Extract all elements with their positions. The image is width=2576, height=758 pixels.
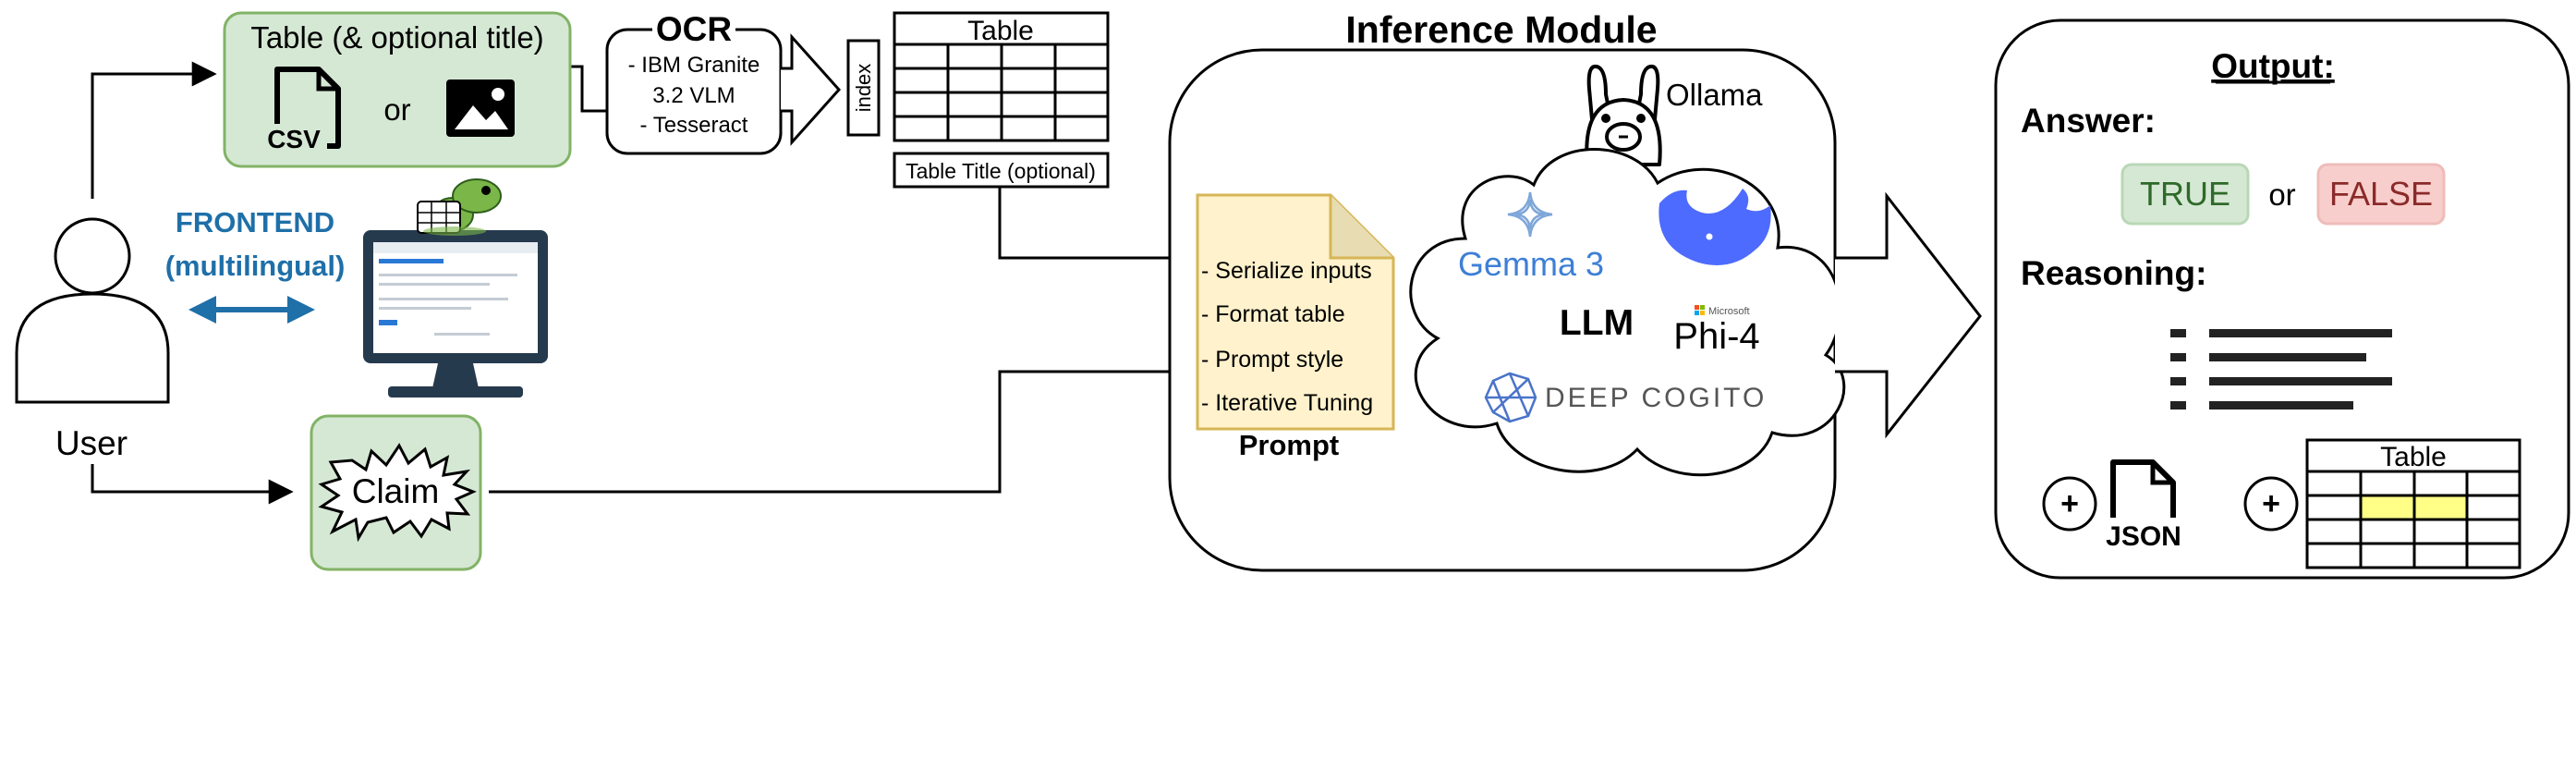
monitor-icon xyxy=(363,230,548,397)
csv-label: CSV xyxy=(267,125,321,153)
table-title: Table xyxy=(967,16,1034,46)
table-caption: Table Title (optional) xyxy=(905,159,1096,183)
json-file-icon: JSON xyxy=(2099,459,2188,552)
ollama-label: Ollama xyxy=(1666,78,1763,112)
frontend-multilingual-label: (multilingual) xyxy=(165,250,346,282)
deepseek-whale-icon xyxy=(1659,189,1771,265)
answer-or-label: or xyxy=(2268,177,2295,212)
ocr-output-arrow xyxy=(781,33,842,146)
output-box: Output: Answer: TRUE or FALSE Reasoning:… xyxy=(1994,18,2570,580)
user-label: User xyxy=(55,424,128,462)
index-box xyxy=(846,39,881,137)
deep-cogito-icon xyxy=(1484,372,1537,423)
phi-label: Phi-4 xyxy=(1673,316,1759,357)
table-to-prompt-connector xyxy=(998,187,1197,260)
claim-label: Claim xyxy=(352,472,440,510)
prompt-item-3: - Prompt style xyxy=(1201,347,1343,373)
ocr-line-2: 3.2 VLM xyxy=(652,83,735,108)
output-table-icon: Table xyxy=(2305,438,2521,569)
user-icon xyxy=(15,217,170,404)
table-input-box: Table (& optional title) CSV or xyxy=(223,11,572,168)
output-title: Output: xyxy=(2211,47,2335,85)
gemma-label: Gemma 3 xyxy=(1458,245,1604,283)
reasoning-list-icon xyxy=(2170,329,2392,410)
ocr-block: OCR - IBM Granite 3.2 VLM - Tesseract xyxy=(605,10,842,155)
plus-table-icon xyxy=(2243,476,2299,532)
inference-to-output-arrow xyxy=(1835,191,1982,439)
input-box-title: Table (& optional title) xyxy=(250,20,543,55)
ocr-title: OCR xyxy=(656,10,732,48)
output-table-title: Table xyxy=(2380,442,2447,472)
index-label: index xyxy=(852,64,875,113)
dinosaur-mascot-icon xyxy=(417,178,502,236)
ocr-line-3: - Tesseract xyxy=(640,113,748,138)
microsoft-label: Microsoft xyxy=(1708,306,1750,317)
input-or-label: or xyxy=(383,92,410,127)
inference-module: Inference Module Ollama Gemma 3 LLM xyxy=(1168,8,1846,572)
ollama-icon xyxy=(1585,64,1662,166)
prompt-label: Prompt xyxy=(1239,429,1340,461)
gemma-sparkle-icon xyxy=(1507,191,1553,238)
true-badge: TRUE xyxy=(2140,175,2230,213)
prompt-item-1: - Serialize inputs xyxy=(1201,258,1372,284)
ocr-line-1: - IBM Granite xyxy=(628,53,760,78)
user-to-claim-arrow xyxy=(91,464,294,505)
claim-box: Claim xyxy=(310,414,482,571)
json-label: JSON xyxy=(2106,521,2181,552)
plus-json-icon xyxy=(2042,476,2097,532)
frontend-label: FRONTEND xyxy=(176,206,334,238)
prompt-document: - Serialize inputs - Format table - Prom… xyxy=(1196,193,1395,431)
claim-to-prompt-connector xyxy=(489,370,1197,494)
plus-json-symbol: + xyxy=(2060,486,2079,521)
answer-label: Answer: xyxy=(2021,102,2156,140)
deep-cogito-label: DEEP COGITO xyxy=(1545,383,1767,413)
prompt-item-4: - Iterative Tuning xyxy=(1201,390,1373,416)
false-badge: FALSE xyxy=(2329,175,2433,213)
csv-file-icon: CSV xyxy=(262,67,341,153)
prompt-item-2: - Format table xyxy=(1201,301,1345,327)
plus-table-symbol: + xyxy=(2262,486,2280,521)
microsoft-logo-icon xyxy=(1695,305,1705,315)
extracted-table: index Table Table Title (optional) xyxy=(846,11,1110,189)
input-to-ocr-connector xyxy=(570,65,607,113)
image-icon xyxy=(446,79,515,137)
claim-speech-bubble xyxy=(318,443,477,543)
reasoning-label: Reasoning: xyxy=(2021,254,2206,292)
inference-module-title: Inference Module xyxy=(1345,8,1657,51)
user-to-input-arrow xyxy=(91,61,217,199)
llm-label: LLM xyxy=(1560,303,1634,343)
